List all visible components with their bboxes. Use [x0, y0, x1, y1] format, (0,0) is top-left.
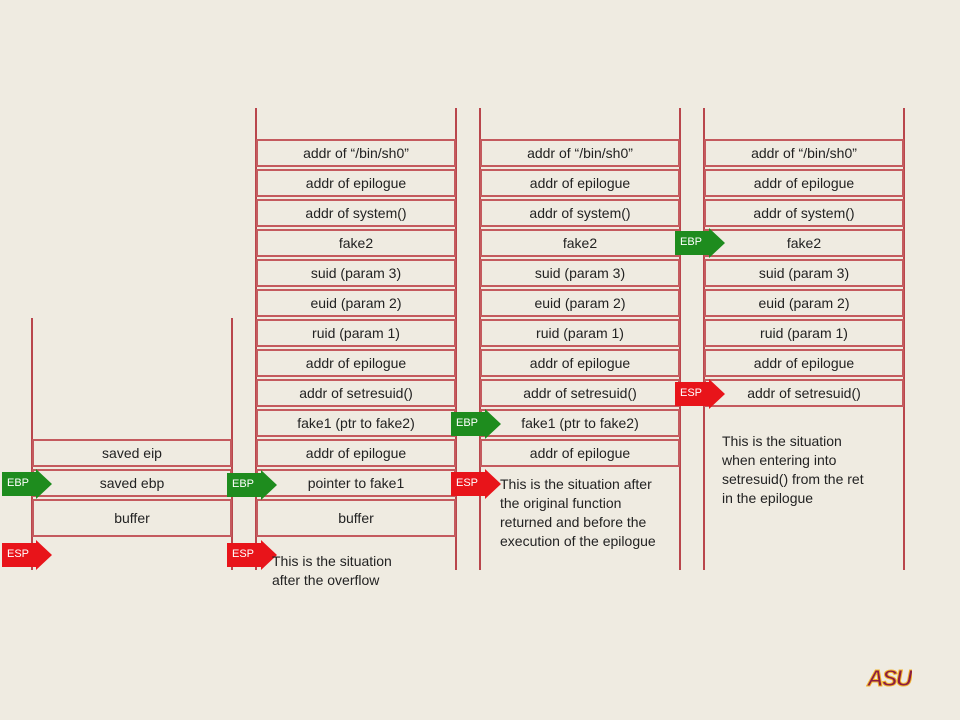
col3-esp-label: ESP [456, 477, 479, 489]
col2-cell-ruid: ruid (param 1) [256, 319, 456, 347]
col4-cell-system: addr of system() [704, 199, 904, 227]
col2-ebp-arrow [227, 470, 277, 500]
asu-logo: ASU [865, 665, 915, 694]
col1-ebp-pointer: EBP [2, 469, 52, 499]
col2-ebp-label: EBP [232, 478, 255, 490]
col3-cell-system: addr of system() [480, 199, 680, 227]
col2-cell-buffer: buffer [256, 499, 456, 537]
col1-saved-eip: saved eip [32, 439, 232, 467]
col4-ebp-arrow [675, 228, 725, 258]
col4-cell-euid: euid (param 2) [704, 289, 904, 317]
col2-esp-pointer: ESP [227, 540, 277, 570]
col4-ebp-label: EBP [680, 236, 703, 248]
col1-ebp-arrow [2, 469, 52, 499]
col3-ebp-arrow [451, 409, 501, 439]
col1-esp-arrow [2, 540, 52, 570]
col4-ebp-pointer: EBP [675, 228, 725, 258]
col2-right-rail [455, 108, 457, 570]
col2-cell-euid: euid (param 2) [256, 289, 456, 317]
col4-right-rail [903, 108, 905, 570]
col1-esp-pointer: ESP [2, 540, 52, 570]
col1-esp-label: ESP [7, 548, 30, 560]
col3-cell-epilogue-1: addr of epilogue [480, 169, 680, 197]
col3-right-rail [679, 108, 681, 570]
col3-esp-arrow [451, 469, 501, 499]
col3-cell-ruid: ruid (param 1) [480, 319, 680, 347]
col2-cell-epilogue-2: addr of epilogue [256, 349, 456, 377]
col4-cell-epilogue-2: addr of epilogue [704, 349, 904, 377]
col2-cell-pointer-fake1: pointer to fake1 [256, 469, 456, 497]
col3-ebp-label: EBP [456, 417, 479, 429]
col2-caption: This is the situation after the overflow [272, 553, 392, 588]
col4-cell-binsh: addr of “/bin/sh0” [704, 139, 904, 167]
col2-esp-arrow [227, 540, 277, 570]
col3-cell-suid: suid (param 3) [480, 259, 680, 287]
col2-cell-system: addr of system() [256, 199, 456, 227]
col3-cell-setresuid: addr of setresuid() [480, 379, 680, 407]
col1-saved-ebp: saved ebp [32, 469, 232, 497]
col3-cell-epilogue-3: addr of epilogue [480, 439, 680, 467]
col2-cell-epilogue-3: addr of epilogue [256, 439, 456, 467]
col4-cell-epilogue-1: addr of epilogue [704, 169, 904, 197]
col4-cell-ruid: ruid (param 1) [704, 319, 904, 347]
col4-cell-fake2: fake2 [704, 229, 904, 257]
col1-ebp-label: EBP [7, 477, 30, 489]
col2-esp-label: ESP [232, 548, 255, 560]
asu-logo-mark: ASU [865, 665, 915, 692]
col4-cell-setresuid: addr of setresuid() [704, 379, 904, 407]
col2-ebp-pointer: EBP [227, 470, 277, 500]
col3-esp-pointer: ESP [451, 469, 501, 499]
col3-ebp-pointer: EBP [451, 409, 501, 439]
col4-caption: This is the situation when entering into… [722, 433, 864, 506]
asu-logo-text: ASU [866, 665, 912, 689]
col3-cell-euid: euid (param 2) [480, 289, 680, 317]
col1-right-rail [231, 318, 233, 570]
col3-cell-fake2: fake2 [480, 229, 680, 257]
col2-cell-binsh: addr of “/bin/sh0” [256, 139, 456, 167]
col2-cell-fake1: fake1 (ptr to fake2) [256, 409, 456, 437]
col2-cell-setresuid: addr of setresuid() [256, 379, 456, 407]
col4-esp-pointer: ESP [675, 379, 725, 409]
col4-esp-label: ESP [680, 387, 703, 399]
col4-cell-suid: suid (param 3) [704, 259, 904, 287]
col2-cell-fake2: fake2 [256, 229, 456, 257]
col3-caption: This is the situation after the original… [500, 476, 656, 549]
col3-cell-fake1: fake1 (ptr to fake2) [480, 409, 680, 437]
col2-cell-suid: suid (param 3) [256, 259, 456, 287]
col3-cell-epilogue-2: addr of epilogue [480, 349, 680, 377]
col2-cell-epilogue-1: addr of epilogue [256, 169, 456, 197]
col4-esp-arrow [675, 379, 725, 409]
col1-buffer: buffer [32, 499, 232, 537]
col3-cell-binsh: addr of “/bin/sh0” [480, 139, 680, 167]
